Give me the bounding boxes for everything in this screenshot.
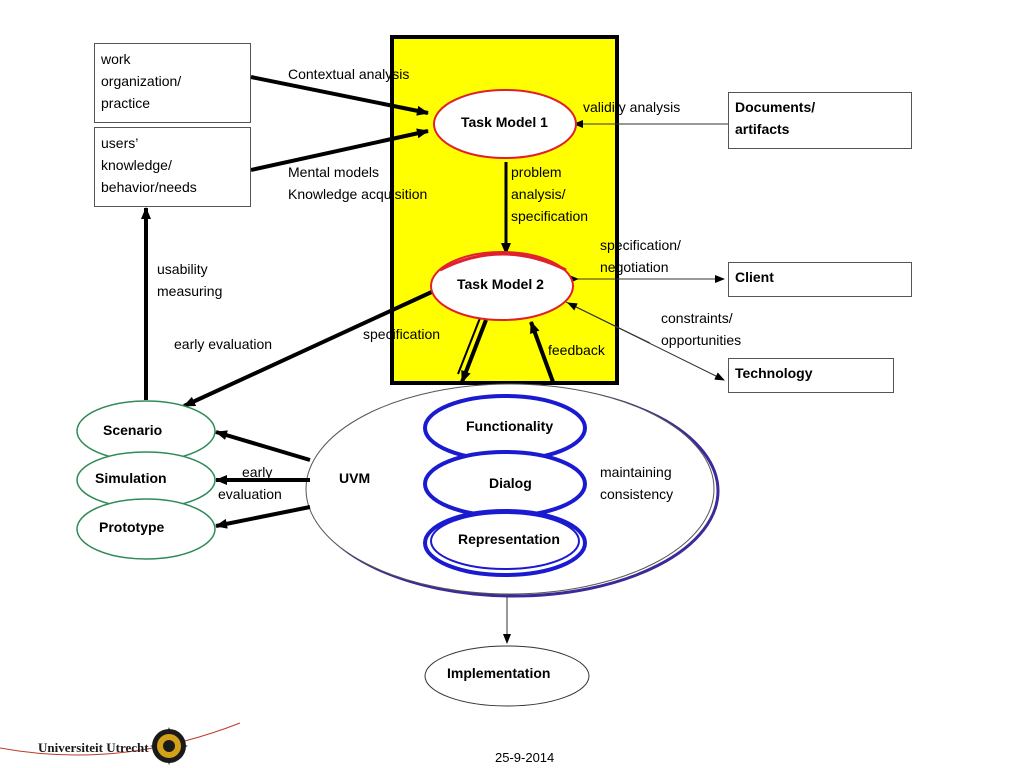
users-line-1: users’ [101, 135, 139, 151]
spec-negotiation-label: specification/ negotiation [600, 234, 681, 278]
arrow-contextual-analysis [250, 75, 429, 116]
specification-label: specification [363, 326, 441, 342]
task-model-1-ellipse [433, 89, 577, 159]
problem-analysis-label: problem analysis/ specification [511, 161, 588, 227]
task-model-2-label: Task Model 2 [457, 276, 544, 292]
implementation-ellipse [424, 645, 590, 707]
arrow-mental-models [250, 128, 429, 172]
technology-box: Technology [728, 358, 894, 393]
technology-label: Technology [735, 365, 813, 381]
arrow-feedback [529, 321, 555, 383]
footer-date: 25-9-2014 [495, 750, 555, 765]
constraints-label: constraints/ opportunities [661, 307, 741, 351]
documents-line-1: Documents/ [735, 99, 816, 115]
work-organization-box: work organization/ practice [94, 43, 251, 123]
sun-seal-icon [150, 727, 188, 765]
prototype-label: Prototype [99, 519, 165, 535]
functionality-label: Functionality [466, 418, 554, 434]
representation-ellipse-inner [430, 512, 580, 570]
task-model-2-ellipse [430, 251, 574, 321]
work-organization-line-3: practice [101, 95, 151, 111]
arrow-uvm-prototype [215, 505, 311, 529]
arrow-early-evaluation-scenario [183, 288, 437, 408]
representation-label: Representation [458, 531, 560, 547]
early-evaluation-top-label: early evaluation [174, 336, 273, 352]
users-line-3: behavior/needs [101, 179, 197, 195]
arrow-uvm-scenario [215, 430, 311, 462]
task-model-2-top-accent [439, 252, 567, 272]
validity-analysis-label: validity analysis [583, 99, 681, 115]
logo-swoosh [0, 722, 241, 756]
arrow-specification-shadow [457, 317, 481, 375]
spec-negotiation-line-1: specification/ [600, 237, 681, 253]
contextual-analysis-label: Contextual analysis [288, 66, 410, 82]
problem-analysis-line-3: specification [511, 208, 589, 224]
usability-line-1: usability [157, 261, 208, 277]
representation-ellipse [423, 509, 587, 577]
work-organization-line-1: work [101, 51, 131, 67]
prototype-ellipse [76, 498, 216, 560]
problem-analysis-line-2: analysis/ [511, 186, 566, 202]
usability-measuring-label: usability measuring [157, 258, 222, 302]
maintaining-line-1: maintaining [600, 464, 672, 480]
maintaining-consistency-label: maintaining consistency [600, 461, 673, 505]
arrow-technology-back [567, 302, 651, 344]
simulation-label: Simulation [95, 470, 167, 486]
users-line-2: knowledge/ [101, 157, 172, 173]
feedback-label: feedback [548, 342, 605, 358]
uvm-label: UVM [339, 470, 371, 486]
task-model-1-label: Task Model 1 [461, 114, 548, 130]
users-knowledge-box: users’ knowledge/ behavior/needs [94, 127, 251, 207]
usability-line-2: measuring [157, 283, 223, 299]
client-label: Client [735, 269, 774, 285]
problem-analysis-line-1: problem [511, 164, 562, 180]
university-logo-text: Universiteit Utrecht [38, 740, 149, 755]
early-evaluation-bottom-line-2: evaluation [218, 486, 282, 502]
constraints-line-2: opportunities [661, 332, 742, 348]
maintaining-line-2: consistency [600, 486, 674, 502]
early-evaluation-bottom-label: early evaluation [218, 461, 282, 505]
arrow-specification [460, 319, 488, 383]
constraints-line-1: constraints/ [661, 310, 733, 326]
client-box: Client [728, 262, 912, 297]
early-evaluation-bottom-line-1: early [242, 464, 273, 480]
spec-negotiation-line-2: negotiation [600, 259, 669, 275]
documents-artifacts-box: Documents/ artifacts [728, 92, 912, 149]
work-organization-line-2: organization/ [101, 73, 182, 89]
documents-line-2: artifacts [735, 121, 790, 137]
mental-models-label: Mental models [288, 164, 380, 180]
knowledge-acquisition-label: Knowledge acquisition [288, 186, 428, 202]
implementation-label: Implementation [447, 665, 551, 681]
dialog-label: Dialog [489, 475, 532, 491]
scenario-label: Scenario [103, 422, 163, 438]
